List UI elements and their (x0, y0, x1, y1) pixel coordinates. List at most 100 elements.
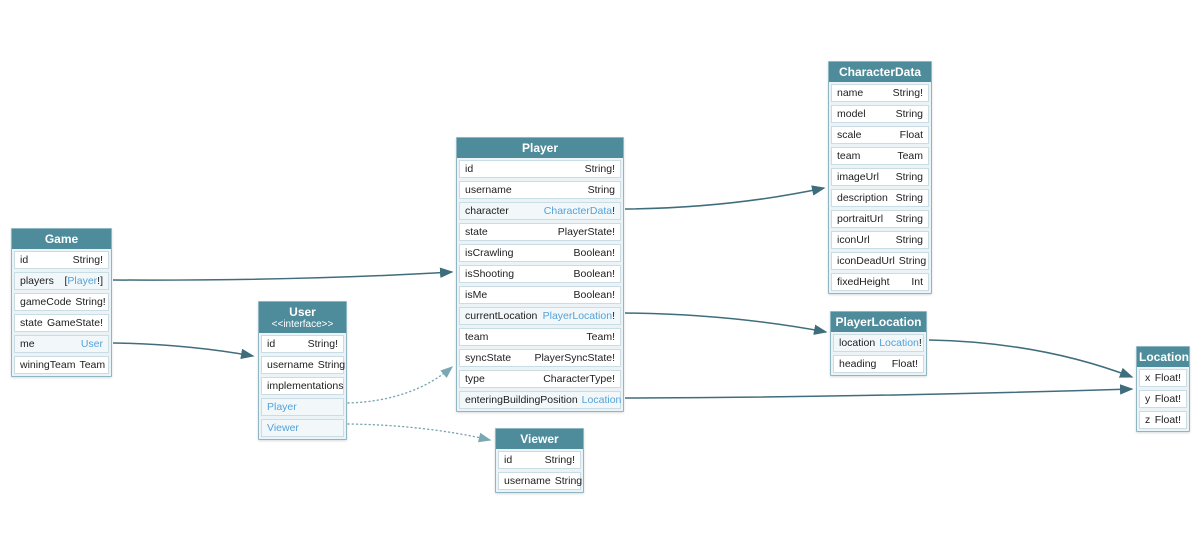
type-table-characterdata[interactable]: CharacterData name String! model String … (828, 61, 932, 294)
field-type: PlayerLocation! (542, 310, 615, 322)
table-rows: id String! username String character Cha… (457, 158, 623, 411)
field-row-player-enteringbuildingposition: enteringBuildingPosition Location (459, 391, 621, 409)
field-row-characterdata-team: team Team (831, 147, 929, 165)
field-type: Float! (1154, 393, 1181, 405)
field-type: String! (892, 87, 923, 99)
table-rows: x Float! y Float! z Float! (1137, 367, 1189, 431)
field-name: winingTeam (20, 359, 76, 371)
field-row-characterdata-iconurl: iconUrl String (831, 231, 929, 249)
field-name: character (465, 205, 509, 217)
field-name: isCrawling (465, 247, 514, 259)
table-title-characterdata: CharacterData (829, 62, 931, 82)
type-link[interactable]: PlayerLocation (542, 310, 613, 322)
field-type: Float! (1154, 414, 1181, 426)
table-title-playerlocation: PlayerLocation (831, 312, 926, 332)
field-type: PlayerState! (557, 226, 615, 238)
field-row-viewer-id: id String! (498, 451, 581, 469)
type-table-user[interactable]: User<<interface>> id String! username St… (258, 301, 347, 440)
field-name: type (465, 373, 485, 385)
field-name: portraitUrl (837, 213, 884, 225)
field-type: String (898, 255, 927, 267)
field-row-characterdata-scale: scale Float (831, 126, 929, 144)
field-type: CharacterType! (543, 373, 615, 385)
type-link[interactable]: CharacterData (543, 205, 613, 217)
type-link[interactable]: Location (879, 337, 919, 349)
field-name: username (465, 184, 512, 196)
field-type: User (81, 338, 103, 350)
field-type: String! (72, 254, 103, 266)
relation-arrow-user-player-to-player (347, 366, 454, 404)
table-rows: location Location! heading Float! (831, 332, 926, 375)
field-row-characterdata-icondeadurl: iconDeadUrl String (831, 252, 929, 270)
field-row-characterdata-description: description String (831, 189, 929, 207)
field-row-player-username: username String (459, 181, 621, 199)
table-title-viewer: Viewer (496, 429, 583, 449)
field-row-player-isme: isMe Boolean! (459, 286, 621, 304)
field-type: Boolean! (573, 289, 615, 301)
field-row-game-id: id String! (14, 251, 109, 269)
field-row-location-y: y Float! (1139, 390, 1187, 408)
field-row-playerlocation-location: location Location! (833, 334, 924, 352)
field-row-player-currentlocation: currentLocation PlayerLocation! (459, 307, 621, 325)
field-row-player-character: character CharacterData! (459, 202, 621, 220)
field-row-user-username: username String (261, 356, 346, 374)
field-type: Team (897, 150, 923, 162)
field-row-player-id: id String! (459, 160, 621, 178)
table-rows: id String! username String (496, 449, 583, 492)
relation-arrow-game-me-to-user (112, 342, 255, 360)
field-name: username (267, 359, 314, 371)
field-name: currentLocation (465, 310, 538, 322)
field-row-user-player[interactable]: Player (261, 398, 344, 416)
field-type: GameState! (46, 317, 103, 329)
field-type: PlayerSyncState! (534, 352, 615, 364)
field-name: team (465, 331, 489, 343)
type-link[interactable]: User (80, 338, 103, 350)
field-name: isMe (465, 289, 488, 301)
field-type: String! (584, 163, 615, 175)
field-row-playerlocation-heading: heading Float! (833, 355, 924, 373)
field-type: String! (75, 296, 106, 308)
field-row-user-implementations: implementations (261, 377, 344, 395)
table-rows: name String! model String scale Float te… (829, 82, 931, 293)
field-row-player-team: team Team! (459, 328, 621, 346)
field-type: String (895, 171, 923, 183)
field-type: String! (307, 338, 338, 350)
field-name: username (504, 475, 551, 487)
type-table-game[interactable]: Game id String! players [Player!] gameCo… (11, 228, 112, 377)
type-table-viewer[interactable]: Viewer id String! username String (495, 428, 584, 493)
field-type: Location (582, 394, 622, 406)
table-title-player: Player (457, 138, 623, 158)
field-row-player-syncstate: syncState PlayerSyncState! (459, 349, 621, 367)
table-rows: id String! players [Player!] gameCode St… (12, 249, 111, 376)
type-table-location[interactable]: Location x Float! y Float! z Float! (1136, 346, 1190, 432)
relation-arrow-game-players-to-player (112, 267, 454, 281)
relation-arrow-user-viewer-to-viewer (347, 423, 492, 443)
table-title-game: Game (12, 229, 111, 249)
field-row-user-id: id String! (261, 335, 344, 353)
field-type: String (317, 359, 346, 371)
field-type: Team (79, 359, 106, 371)
field-type: Int (911, 276, 923, 288)
type-table-player[interactable]: Player id String! username String charac… (456, 137, 624, 412)
field-name: iconDeadUrl (837, 255, 895, 267)
type-link[interactable]: Location (581, 394, 622, 406)
field-type: Float! (1154, 372, 1181, 384)
field-name: players (20, 275, 54, 287)
field-row-viewer-username: username String (498, 472, 582, 490)
field-name: team (837, 150, 861, 162)
field-name: state (20, 317, 43, 329)
field-row-user-viewer[interactable]: Viewer (261, 419, 344, 437)
field-name: y (1145, 393, 1151, 405)
field-name: description (837, 192, 888, 204)
field-row-location-x: x Float! (1139, 369, 1187, 387)
field-name: location (839, 337, 876, 349)
table-rows: id String! username String implementatio… (259, 333, 346, 439)
field-name: isShooting (465, 268, 515, 280)
type-table-playerlocation[interactable]: PlayerLocation location Location! headin… (830, 311, 927, 376)
field-row-player-isshooting: isShooting Boolean! (459, 265, 621, 283)
type-link[interactable]: Player (67, 275, 98, 287)
field-type: String (587, 184, 615, 196)
implementation-link: Player (267, 401, 297, 413)
field-row-game-gamecode: gameCode String! (14, 293, 109, 311)
